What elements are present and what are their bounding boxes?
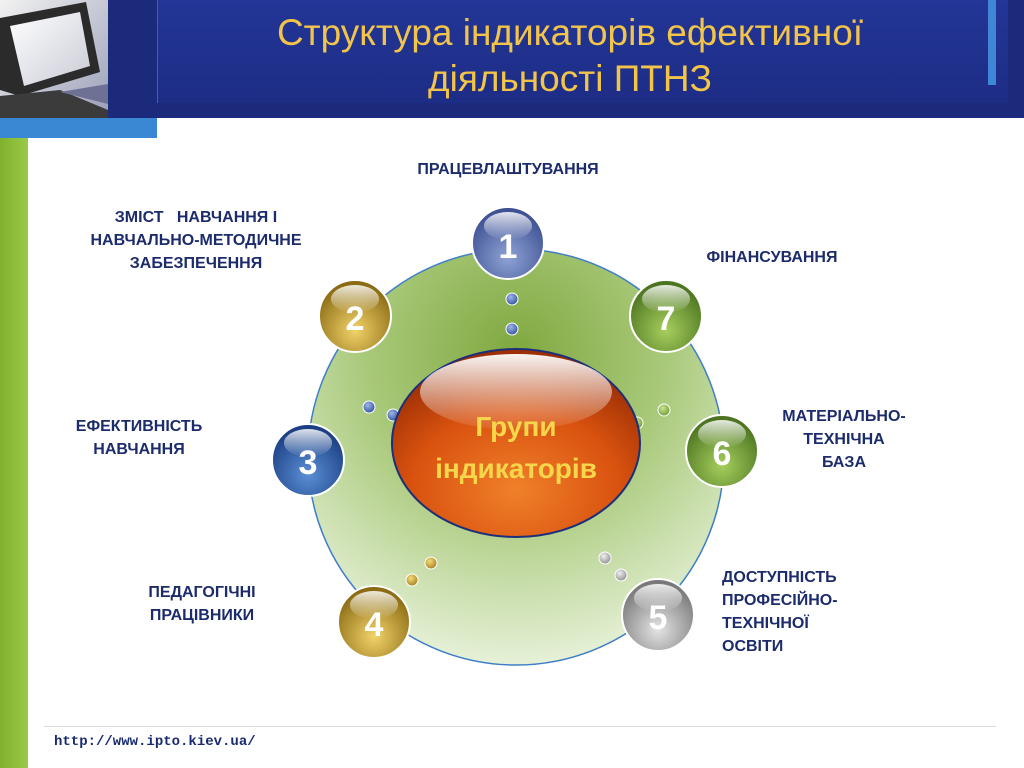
label-line: ЗМІСТ НАВЧАННЯ І [114, 209, 278, 226]
label-line: ПРАЦІВНИКИ [149, 607, 255, 624]
node-7-label: ФІНАНСУВАННЯ [672, 246, 872, 269]
label-line: ФІНАНСУВАННЯ [706, 249, 838, 266]
node-number: 1 [499, 228, 518, 266]
computer-monitor-icon [0, 0, 108, 118]
node-number: 4 [365, 606, 384, 644]
title-line-1: Структура індикаторів ефективної [276, 12, 864, 53]
label-line: ЕФЕКТИВНІСТЬ [75, 418, 203, 435]
label-line: ОСВІТИ [722, 638, 784, 655]
node-number: 3 [299, 444, 318, 482]
connector-dot [598, 551, 612, 565]
node-6-label: МАТЕРІАЛЬНО- ТЕХНІЧНА БАЗА [752, 405, 936, 474]
connector-dot [362, 400, 376, 414]
node-2: 2 [318, 279, 392, 353]
node-number: 2 [346, 300, 365, 338]
footer-divider [44, 726, 996, 727]
center-label-line-1: Групи [475, 411, 556, 442]
node-3-label: ЕФЕКТИВНІСТЬ НАВЧАННЯ [44, 415, 234, 461]
node-number: 5 [649, 599, 668, 637]
side-accent-bar [0, 138, 28, 768]
connector-dot [505, 292, 519, 306]
label-line: ПРОФЕСІЙНО- [722, 592, 838, 609]
label-line: МАТЕРІАЛЬНО- [782, 408, 906, 425]
connector-dot [657, 403, 671, 417]
connector-dot [614, 568, 628, 582]
title-line-2: діяльності ПТНЗ [428, 58, 712, 99]
node-2-label: ЗМІСТ НАВЧАННЯ І НАВЧАЛЬНО-МЕТОДИЧНЕ ЗАБ… [46, 206, 346, 275]
node-7: 7 [629, 279, 703, 353]
node-5: 5 [621, 578, 695, 652]
header-accent-strip [0, 118, 157, 138]
node-number: 6 [713, 435, 732, 473]
node-1-label: ПРАЦЕВЛАШТУВАННЯ [378, 158, 638, 181]
node-4-label: ПЕДАГОГІЧНІ ПРАЦІВНИКИ [112, 581, 292, 627]
node-3: 3 [271, 423, 345, 497]
connector-dot [424, 556, 438, 570]
label-line: ПЕДАГОГІЧНІ [148, 584, 256, 601]
node-5-label: ДОСТУПНІСТЬ ПРОФЕСІЙНО- ТЕХНІЧНОЇ ОСВІТИ [722, 566, 922, 658]
label-line: ДОСТУПНІСТЬ [722, 569, 837, 586]
connector-dot [505, 322, 519, 336]
label-line: НАВЧАЛЬНО-МЕТОДИЧНЕ [90, 232, 302, 249]
label-line: НАВЧАННЯ [93, 441, 185, 458]
footer-url-link[interactable]: http://www.ipto.kiev.ua/ [54, 734, 256, 750]
center-label-line-2: індикаторів [435, 453, 597, 484]
label-line: ТЕХНІЧНА [803, 431, 885, 448]
label-line: ЗАБЕЗПЕЧЕННЯ [129, 255, 263, 272]
header-title-panel [157, 0, 1008, 103]
header-bottom-band [157, 103, 1024, 118]
node-6: 6 [685, 414, 759, 488]
label-line: ТЕХНІЧНОЇ [722, 615, 809, 632]
label-line: ПРАЦЕВЛАШТУВАННЯ [417, 161, 599, 178]
center-group-ellipse: Групи індикаторів [391, 348, 641, 538]
page-title: Структура індикаторів ефективної діяльно… [190, 10, 950, 102]
label-line: БАЗА [821, 454, 867, 471]
header-accent-bar [988, 0, 996, 85]
connector-dot [405, 573, 419, 587]
node-1: 1 [471, 206, 545, 280]
node-4: 4 [337, 585, 411, 659]
node-number: 7 [657, 300, 676, 338]
